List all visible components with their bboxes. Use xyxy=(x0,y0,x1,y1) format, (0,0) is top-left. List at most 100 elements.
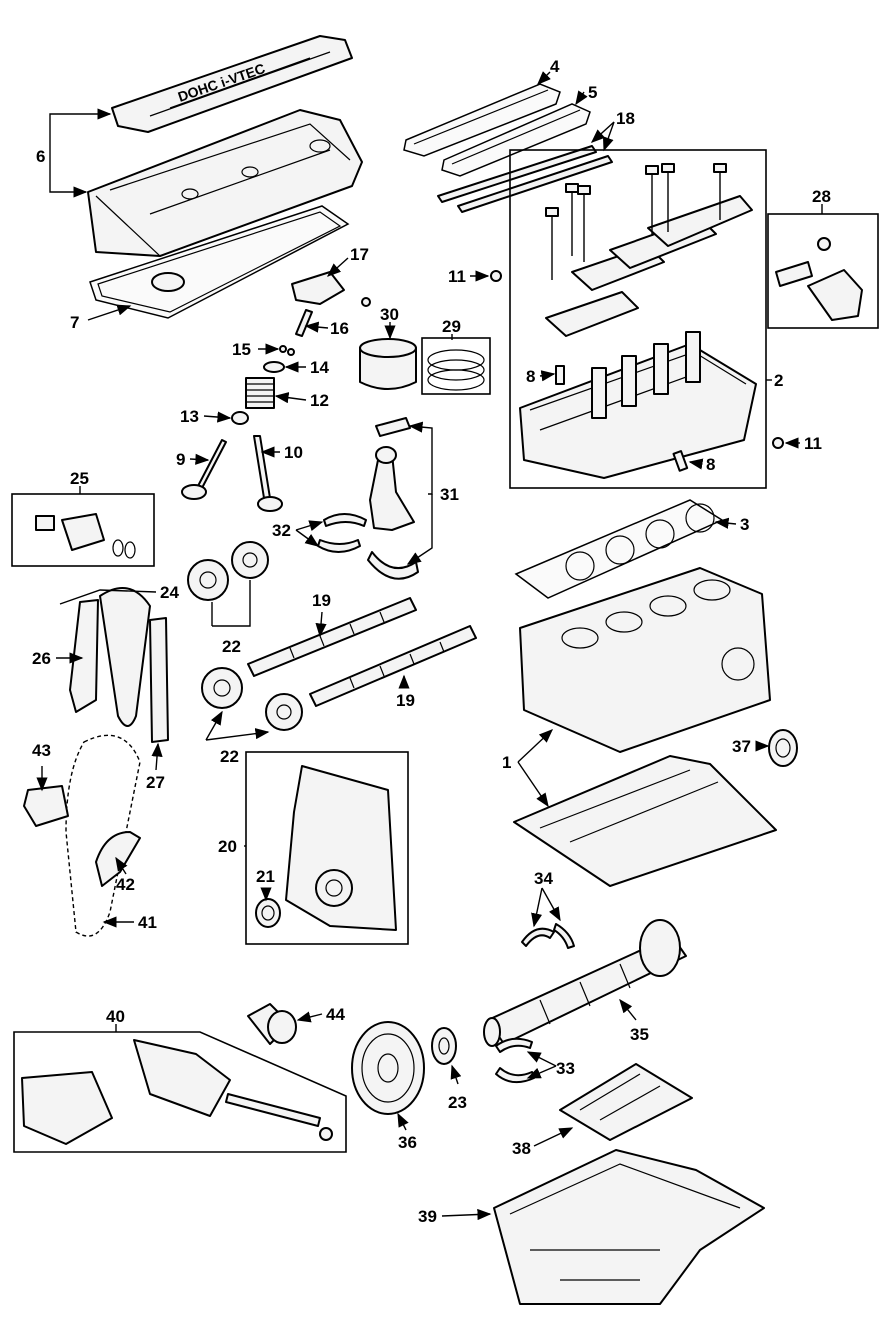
callout-17: 17 xyxy=(350,245,369,264)
callout-27: 27 xyxy=(146,773,165,792)
chain-guide-27 xyxy=(149,617,169,743)
valve-cotters-15 xyxy=(279,345,295,356)
baffle-plate-38 xyxy=(559,1063,693,1141)
oil-pan-39 xyxy=(493,1149,765,1305)
rocker-arm-17 xyxy=(291,271,371,307)
valve-seal-13 xyxy=(231,411,249,425)
callout-43: 43 xyxy=(32,741,51,760)
valve-cover xyxy=(87,109,363,257)
lost-motion-spring-16 xyxy=(295,309,313,337)
callout-36: 36 xyxy=(398,1133,417,1152)
cam-sprocket-upper-1 xyxy=(187,559,229,601)
idler-pulley-44 xyxy=(247,1003,297,1045)
camshaft-lower xyxy=(309,625,477,707)
rocker-shafts-18 xyxy=(437,145,613,213)
cam-holder-gasket-5 xyxy=(441,103,591,177)
callout-30: 30 xyxy=(380,305,399,324)
callout-15: 15 xyxy=(232,340,251,359)
callout-8b: 8 xyxy=(706,455,715,474)
cylinder-head-box xyxy=(509,149,767,489)
valve-spring-12 xyxy=(245,377,275,409)
timing-chain-41 xyxy=(65,734,141,937)
callout-34: 34 xyxy=(534,869,553,888)
oil-pump-40 xyxy=(21,1039,333,1145)
dowel-pins-8 xyxy=(555,365,689,472)
rear-main-seal-37 xyxy=(768,729,798,767)
callout-11a: 11 xyxy=(448,267,466,286)
callout-32: 32 xyxy=(272,521,291,540)
timing-cover-box xyxy=(245,751,409,945)
plugs-11 xyxy=(490,270,784,449)
callout-31: 31 xyxy=(440,485,459,504)
cylinder-head xyxy=(519,331,757,479)
callout-44: 44 xyxy=(326,1005,345,1024)
callout-19b: 19 xyxy=(396,691,415,710)
lower-block xyxy=(513,755,777,887)
callout-11b: 11 xyxy=(804,434,822,453)
chain-tensioner-43 xyxy=(23,785,69,827)
head-bolts xyxy=(545,163,727,280)
callout-10: 10 xyxy=(284,443,303,462)
chain-guide-24 xyxy=(99,587,151,727)
cam-sprocket-lower-1 xyxy=(201,667,243,709)
callout-2: 2 xyxy=(774,371,783,390)
timing-cover-20 xyxy=(285,765,397,931)
callout-40: 40 xyxy=(106,1007,125,1026)
callout-6: 6 xyxy=(36,147,45,166)
cylinder-block xyxy=(519,567,771,753)
camshaft-upper xyxy=(247,597,417,677)
callout-numbers: 6 7 4 5 18 11 11 2 8 8 28 17 16 30 29 15… xyxy=(32,57,831,1226)
callout-13: 13 xyxy=(180,407,199,426)
callout-19a: 19 xyxy=(312,591,331,610)
crankshaft-35 xyxy=(483,919,687,1047)
cam-sprocket-lower-2 xyxy=(265,693,303,731)
piston-pin xyxy=(375,417,411,437)
callout-16: 16 xyxy=(330,319,349,338)
crank-seal-21 xyxy=(255,898,281,928)
crank-pulley-36 xyxy=(351,1021,425,1115)
piston-30 xyxy=(359,338,417,390)
callout-22b: 22 xyxy=(220,747,239,766)
callout-21: 21 xyxy=(256,867,275,886)
callout-4: 4 xyxy=(550,57,560,76)
callout-3: 3 xyxy=(740,515,749,534)
callout-35: 35 xyxy=(630,1025,649,1044)
cam-sprocket-upper-2 xyxy=(231,541,269,579)
callout-28: 28 xyxy=(812,187,831,206)
valve-cover-top xyxy=(111,35,353,133)
piston-rings-box xyxy=(421,337,491,395)
exhaust-valve-10 xyxy=(253,435,283,512)
rod-cap xyxy=(367,551,419,580)
callout-18: 18 xyxy=(616,109,635,128)
vtc-actuator xyxy=(35,513,136,559)
vtc-actuator-box xyxy=(11,493,155,567)
callout-9: 9 xyxy=(176,450,185,469)
callout-37: 37 xyxy=(732,737,751,756)
callout-26: 26 xyxy=(32,649,51,668)
callout-42: 42 xyxy=(116,875,135,894)
callout-22a: 22 xyxy=(222,637,241,656)
callout-41: 41 xyxy=(138,913,157,932)
main-bearings-33 xyxy=(495,1037,535,1084)
callout-24: 24 xyxy=(160,583,179,602)
chain-tensioner-arm-26 xyxy=(69,599,99,713)
callout-25: 25 xyxy=(70,469,89,488)
callout-20: 20 xyxy=(218,837,237,856)
callout-1: 1 xyxy=(502,753,511,772)
connecting-rod-31 xyxy=(369,446,415,531)
callout-5: 5 xyxy=(588,83,597,102)
callout-23: 23 xyxy=(448,1093,467,1112)
callout-8a: 8 xyxy=(526,367,535,386)
vtc-solenoid xyxy=(775,237,863,321)
oil-pump-box xyxy=(13,1031,347,1153)
spring-retainer-14 xyxy=(263,361,285,373)
callout-29: 29 xyxy=(442,317,461,336)
callout-39: 39 xyxy=(418,1207,437,1226)
rod-bearings-32 xyxy=(317,513,367,553)
thrust-washers-34 xyxy=(521,923,575,949)
intake-valve-9 xyxy=(181,439,227,500)
callout-14: 14 xyxy=(310,358,329,377)
valve-cover-gasket xyxy=(89,205,350,319)
callout-38: 38 xyxy=(512,1139,531,1158)
